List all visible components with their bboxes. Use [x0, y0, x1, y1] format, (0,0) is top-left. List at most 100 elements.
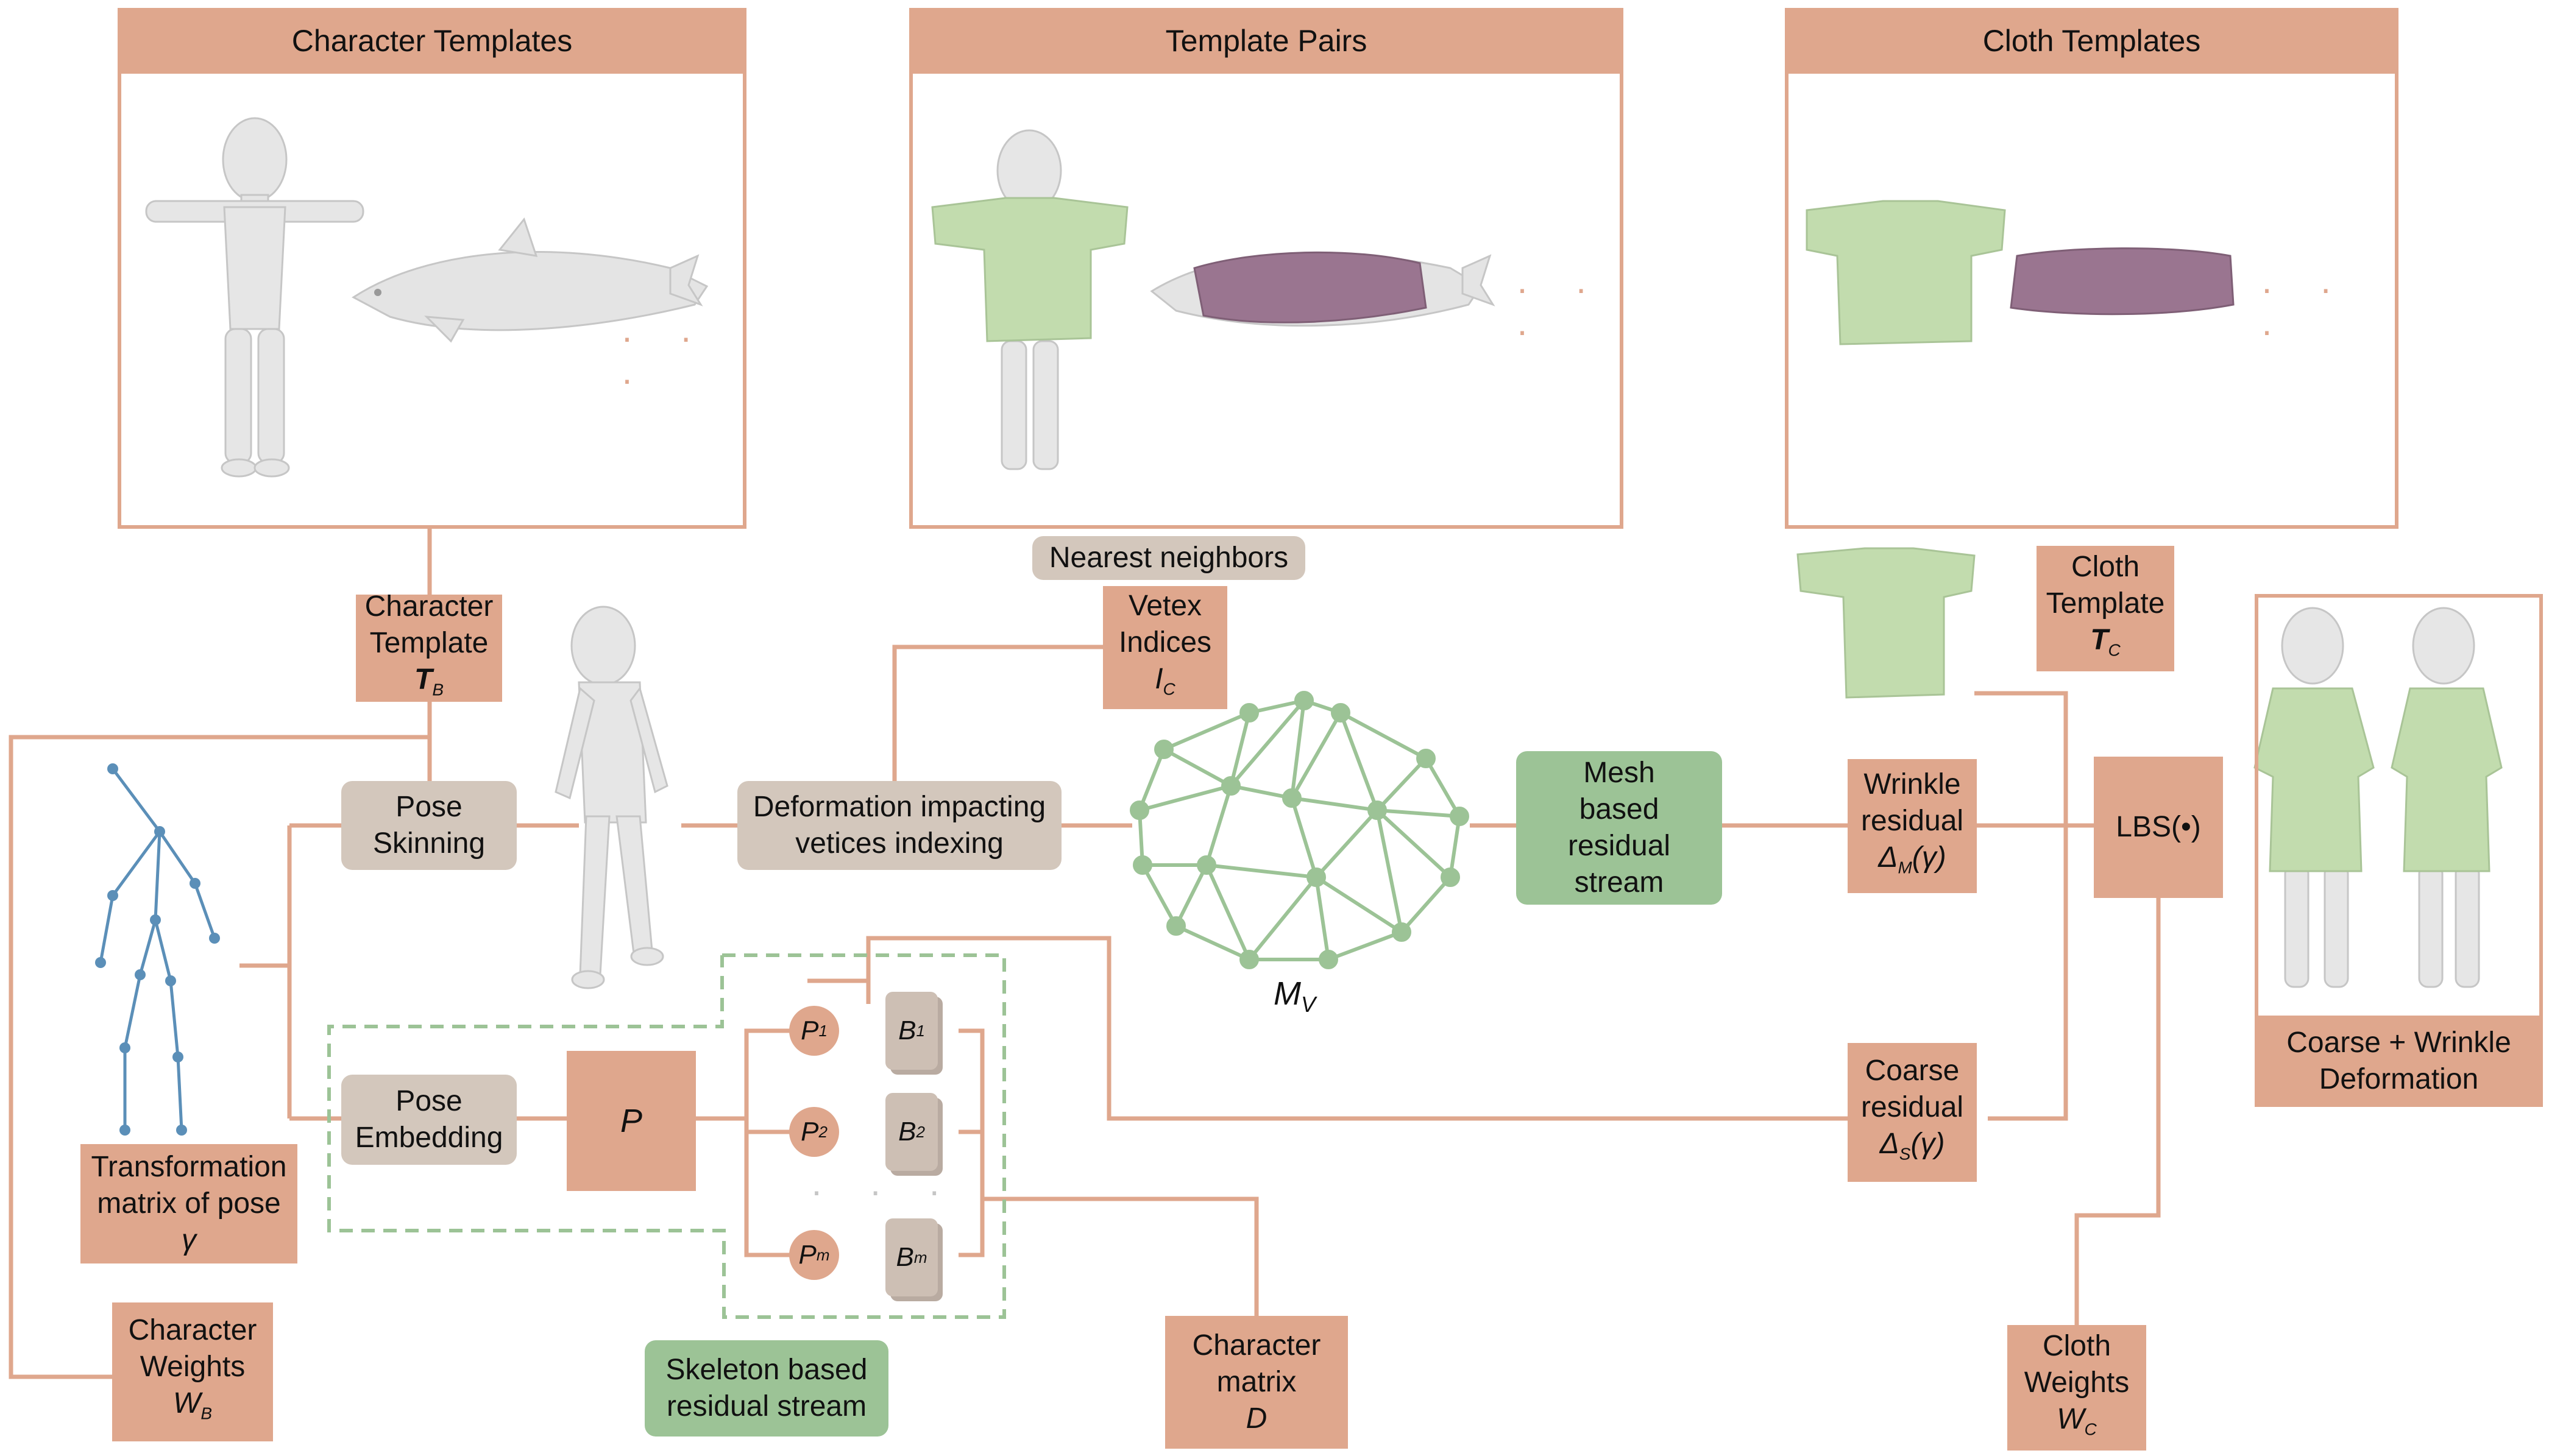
pose-embedding-line2: Embedding — [355, 1122, 503, 1154]
cloth-template-line2: Template — [2046, 587, 2165, 620]
vertex-indices-line1: Vetex — [1128, 589, 1202, 622]
p-node: P — [567, 1051, 696, 1191]
pm-symbol: P — [798, 1240, 817, 1270]
transformation-line1: Transformation — [91, 1151, 287, 1183]
deformation-indexing-node: Deformation impacting vetices indexing — [737, 781, 1062, 870]
wrinkle-residual-formula: ΔM(γ) — [1878, 839, 1946, 886]
skeleton-stream-line1: Skeleton based — [665, 1354, 868, 1386]
coarse-residual-node: Coarse residual ΔS(γ) — [1848, 1043, 1977, 1182]
coarse-residual-line2: residual — [1860, 1090, 1964, 1123]
wrinkle-sub: M — [1898, 858, 1912, 877]
cloth-template-line1: Cloth — [2071, 550, 2140, 583]
vertex-indices-line2: Indices — [1118, 626, 1212, 659]
cloth-template-small-shirt — [1796, 547, 1976, 699]
ellipsis-dots: · · · — [1516, 268, 1606, 351]
coarse-wrinkle-label: Coarse + Wrinkle Deformation — [2255, 1016, 2543, 1107]
b2-symbol: B — [898, 1117, 916, 1147]
cloth-template-sleeve — [2010, 247, 2235, 316]
template-pair-figure — [931, 129, 1129, 470]
mesh-stream-line4: stream — [1574, 866, 1664, 899]
transformation-line2: matrix of pose — [97, 1187, 281, 1220]
line-b-to-matrix — [982, 1196, 1259, 1316]
deformation-indexing-line2: vetices indexing — [795, 827, 1004, 860]
cloth-template-shirt — [1806, 200, 2006, 345]
cloth-symbol-sub: C — [2108, 640, 2121, 660]
p2-sub: 2 — [818, 1122, 828, 1141]
dolphin-with-cloth — [1150, 251, 1495, 327]
template-pairs-title: Template Pairs — [909, 8, 1623, 74]
bm-symbol: B — [896, 1242, 914, 1272]
line-join-right — [959, 1028, 985, 1257]
cloth-weights-line1: Cloth — [2042, 1329, 2111, 1362]
transformation-symbol: γ — [182, 1224, 196, 1256]
line-fork-top — [807, 978, 871, 1004]
coarse-residual-line1: Coarse — [1865, 1054, 1960, 1087]
template-pairs-panel: Template Pairs · · · — [909, 8, 1623, 529]
ellipsis-dots: · · · — [810, 1170, 959, 1211]
ellipsis-dots: · · · — [621, 317, 711, 400]
vertex-indices-node: Vetex Indices IC — [1103, 586, 1227, 709]
wrinkle-residual-line2: residual — [1860, 804, 1964, 837]
character-weights-node: Character Weights WB — [112, 1302, 273, 1441]
wrinkle-residual-line1: Wrinkle — [1863, 768, 1961, 800]
pose-embedding-node: Pose Embedding — [341, 1075, 517, 1165]
pose-skinning-line2: Skinning — [372, 827, 486, 860]
character-matrix-line1: Character — [1192, 1329, 1321, 1362]
weights-symbol-sub: B — [200, 1404, 212, 1423]
ellipsis-dots: · · · — [2261, 268, 2350, 351]
b1-sub: 1 — [916, 1021, 925, 1040]
indices-symbol-sub: C — [1163, 679, 1175, 699]
character-matrix-symbol: D — [1246, 1402, 1267, 1435]
posed-character — [555, 606, 668, 989]
pm-sub: m — [816, 1245, 830, 1264]
character-weights-line1: Character — [128, 1313, 257, 1346]
mesh-graph — [1130, 691, 1469, 969]
mesh-stream-line2: based — [1579, 793, 1659, 825]
coarse-arg: (γ) — [1910, 1127, 1945, 1160]
pose-skinning-node: Pose Skinning — [341, 781, 517, 870]
cloth-symbol-t: T — [2090, 623, 2108, 656]
cloth-template-symbol: TC — [2090, 622, 2121, 669]
character-templates-title: Character Templates — [118, 8, 746, 74]
b1-symbol: B — [898, 1016, 916, 1045]
cloth-weights-sub: C — [2084, 1419, 2097, 1439]
character-template-figure — [145, 117, 364, 478]
skeleton-figure — [95, 763, 220, 1136]
dolphin-template — [352, 217, 709, 343]
character-template-symbol: TB — [414, 662, 444, 709]
mesh-symbol-sub: V — [1300, 991, 1316, 1017]
mesh-stream-line1: Mesh — [1583, 757, 1655, 789]
template-symbol-t: T — [414, 663, 433, 696]
wrinkle-residual-node: Wrinkle residual ΔM(γ) — [1848, 759, 1977, 893]
line-fork-left — [744, 1028, 795, 1257]
character-matrix-node: Character matrix D — [1165, 1316, 1348, 1449]
skeleton-stream-boundary — [327, 953, 1006, 1319]
indices-symbol-i: I — [1155, 662, 1163, 695]
transformation-node: Transformation matrix of pose γ — [80, 1144, 297, 1263]
line-cloth-to-lbs — [1974, 691, 2068, 1121]
lbs-node: LBS(•) — [2094, 757, 2223, 898]
character-weights-symbol: WB — [173, 1385, 212, 1432]
cloth-weights-symbol: WC — [2057, 1401, 2097, 1448]
cloth-weights-line2: Weights — [2024, 1366, 2130, 1399]
coarse-wrinkle-panel: Coarse + Wrinkle Deformation — [2255, 594, 2543, 1107]
cloth-weights-symbol-w: W — [2057, 1402, 2085, 1435]
result-figures — [2253, 607, 2503, 988]
line-template-to-weights — [9, 735, 430, 1379]
template-symbol-sub: B — [432, 680, 444, 699]
skeleton-residual-stream-node: Skeleton based residual stream — [645, 1340, 888, 1437]
b2-sub: 2 — [916, 1122, 925, 1141]
wrinkle-delta: Δ — [1878, 841, 1898, 874]
pose-skinning-line1: Pose — [395, 791, 463, 823]
character-template-line2: Template — [369, 626, 489, 659]
vertex-indices-symbol: IC — [1155, 661, 1175, 708]
p2-symbol: P — [801, 1117, 819, 1147]
character-template-node: Character Template TB — [356, 590, 502, 702]
